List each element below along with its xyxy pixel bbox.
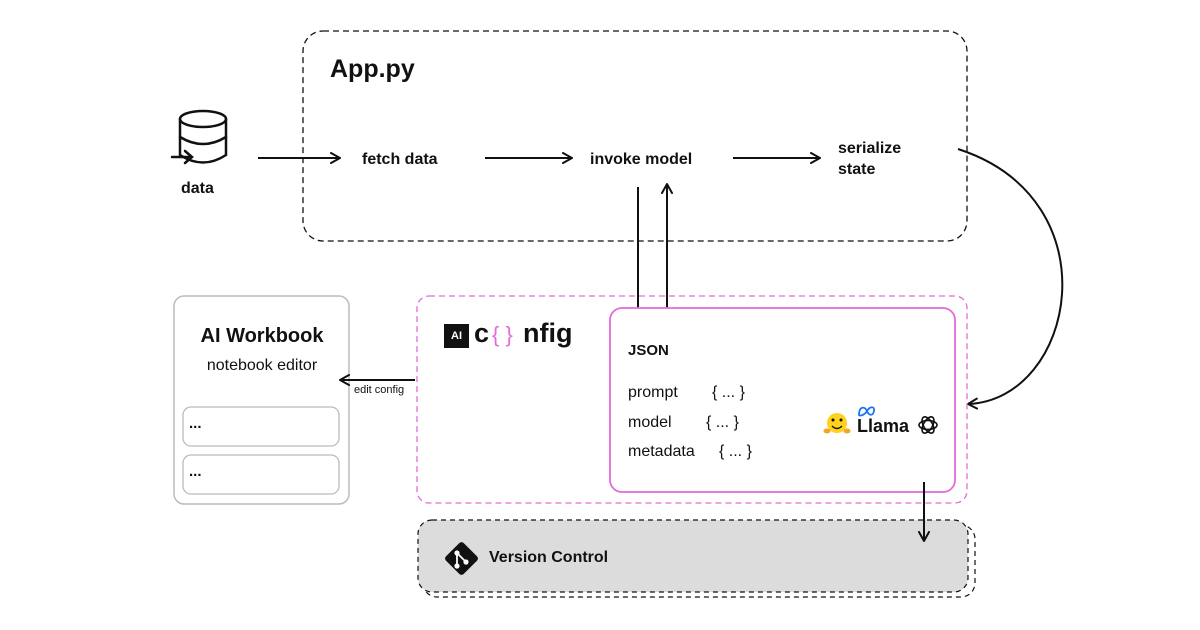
llama-label: Llama [857,416,910,436]
edit-config-label: edit config [354,384,405,396]
app-container [302,30,968,242]
aiconfig-container [416,295,968,504]
version-control-label: Version Control [489,549,609,566]
json-value-metadata: { ... } [719,443,752,460]
workbook-cell-1-text: ... [189,415,202,432]
workbook-subtitle: notebook editor [206,357,318,374]
step-serialize-line2: state [838,161,876,178]
aiconfig-logo-badge: AI [444,324,469,348]
json-title: JSON [628,342,669,359]
json-value-model: { ... } [706,414,739,431]
json-key-prompt: prompt [628,384,678,401]
step-invoke-model: invoke model [590,151,693,168]
workbook-box [173,295,350,505]
workbook-cell-2[interactable] [182,454,340,495]
database-icon [170,109,228,165]
aiconfig-logo-rest: nfig [523,318,573,348]
workbook-title: AI Workbook [200,325,324,347]
workbook-cell-1[interactable] [182,406,340,447]
json-key-metadata: metadata [628,443,695,460]
arrow-serialize-to-config [957,148,1064,410]
meta-icon [858,406,876,417]
version-control-box [417,519,969,593]
aiconfig-logo-c: c [474,318,490,348]
step-fetch-data: fetch data [362,151,438,168]
json-key-model: model [628,414,672,431]
data-source-label: data [181,180,214,197]
hugging-face-icon [823,413,851,434]
aiconfig-logo-brace: { } [492,322,513,347]
openai-icon [918,416,938,434]
step-serialize-line1: serialize [838,140,902,157]
git-icon [445,542,478,575]
json-box [609,307,956,493]
workbook-cell-2-text: ... [189,463,202,480]
json-value-prompt: { ... } [712,384,745,401]
app-title: App.py [330,55,415,83]
step-serialize-state: serialize state [838,138,901,180]
